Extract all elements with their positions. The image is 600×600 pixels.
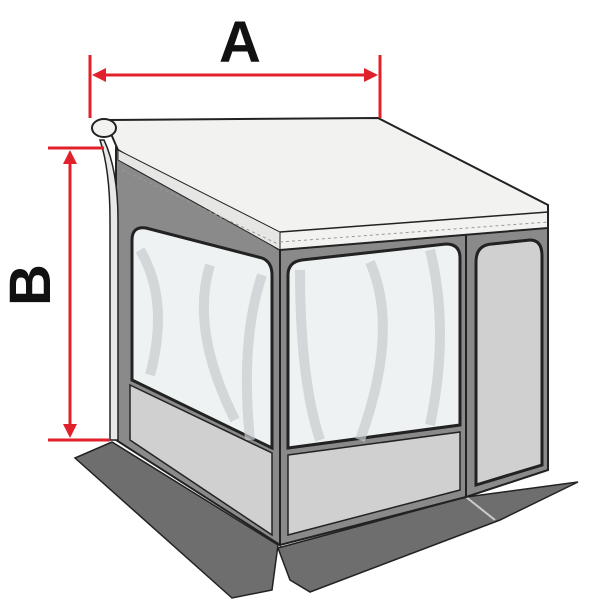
front-wall xyxy=(279,226,467,547)
dimension-label-b: B xyxy=(0,264,63,306)
dimension-label-a: A xyxy=(219,10,261,75)
left-post xyxy=(98,139,119,441)
door-panel xyxy=(465,220,549,499)
dimension-a xyxy=(88,55,382,118)
roller-end xyxy=(91,118,117,138)
dimension-b xyxy=(48,146,110,442)
roof-canopy xyxy=(91,116,549,252)
side-wall xyxy=(115,146,281,547)
